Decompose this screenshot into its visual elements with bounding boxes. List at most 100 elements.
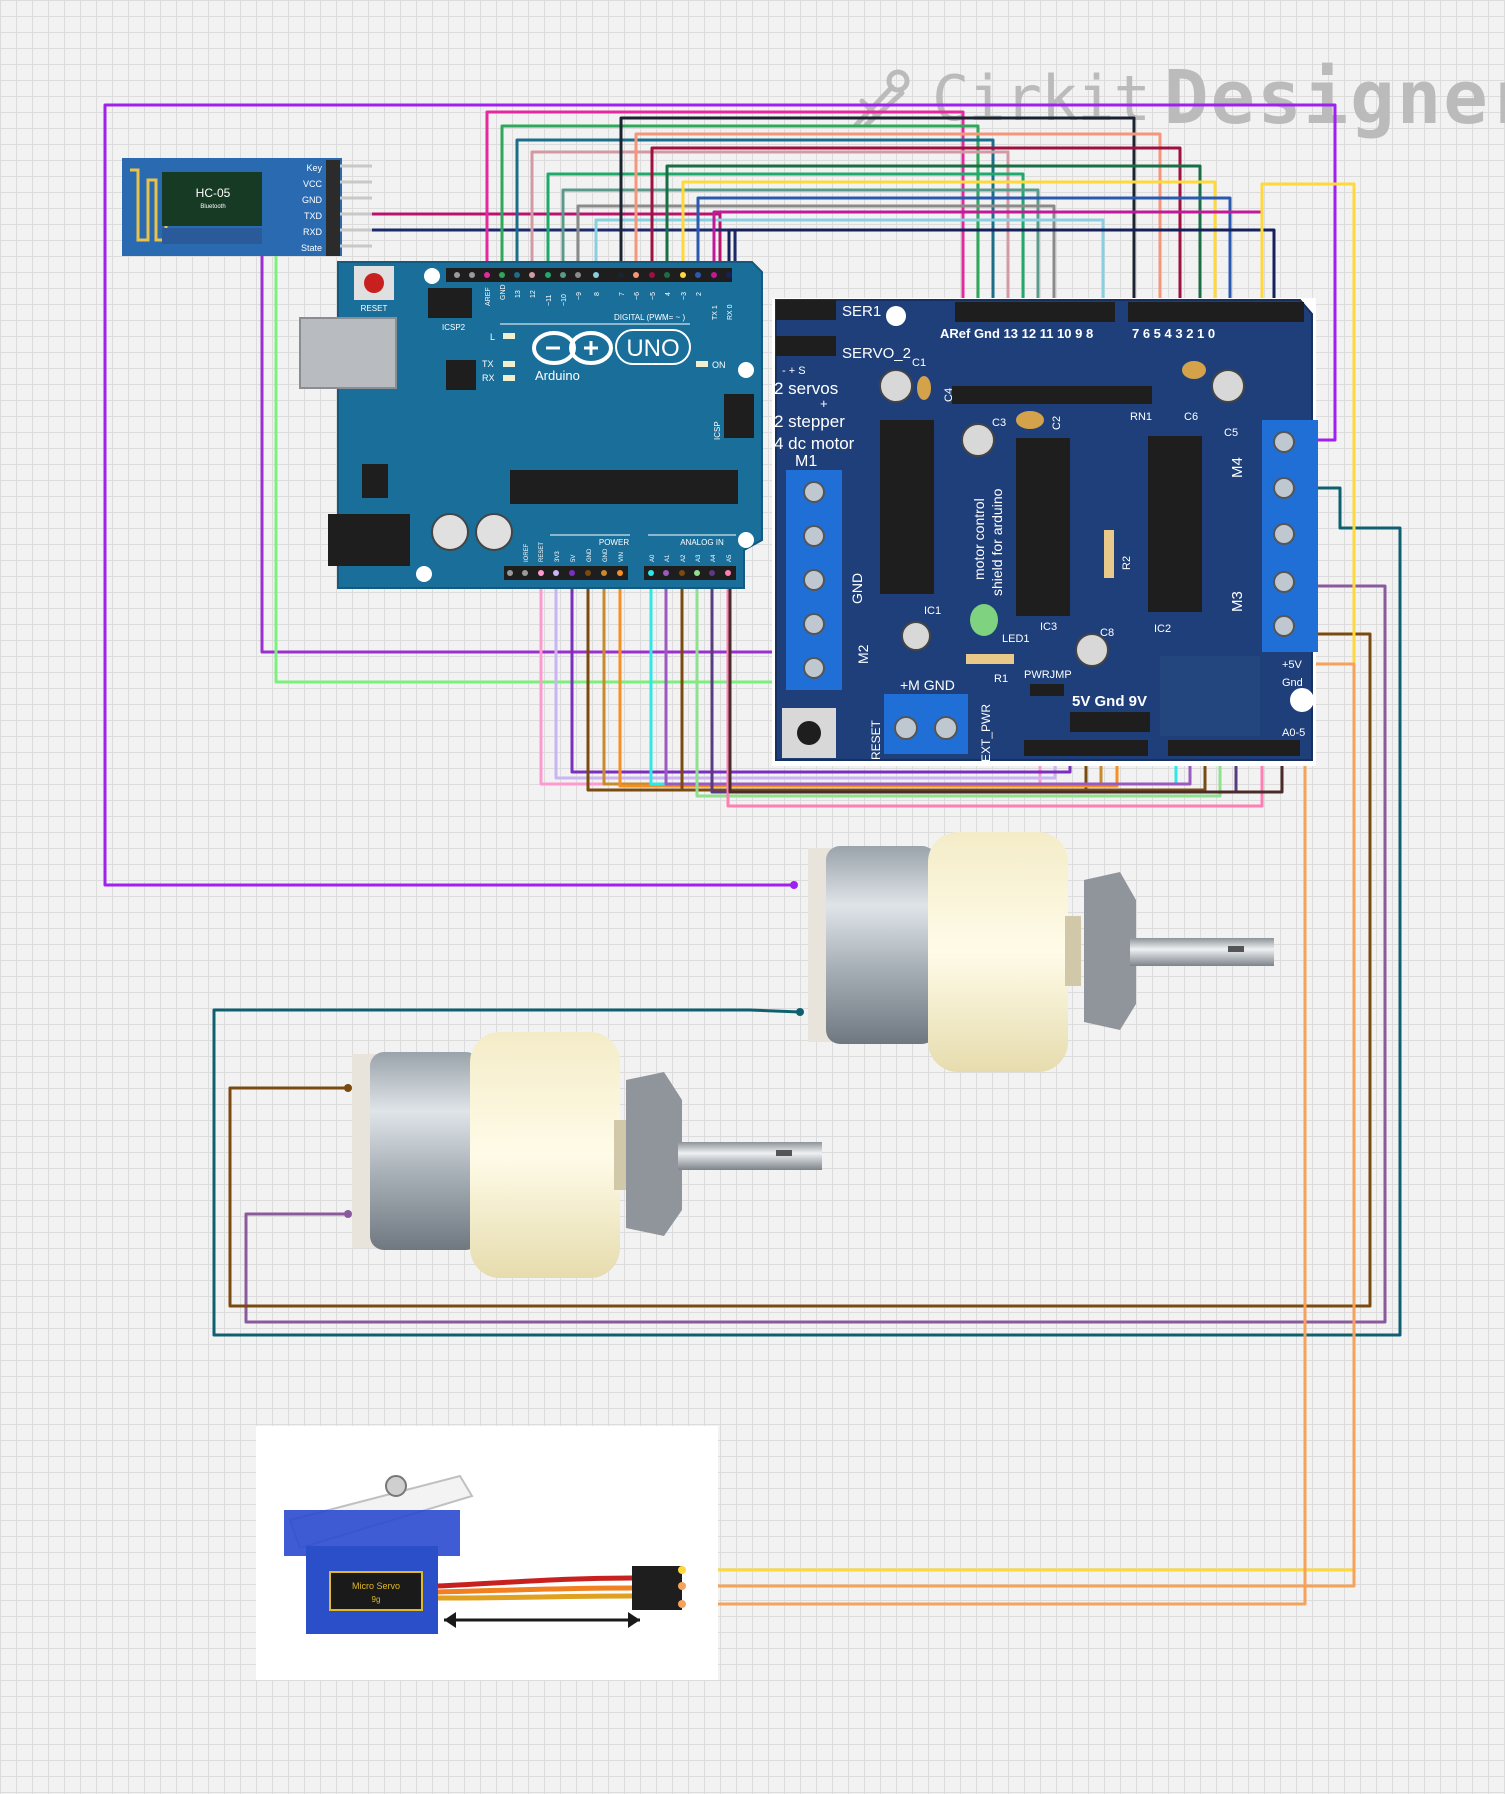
wire-purple-motor-a[interactable]	[103, 103, 1337, 887]
svg-text:4: 4	[665, 292, 672, 296]
gnd-label: Gnd	[1282, 677, 1303, 689]
wire-orange-servo-5v[interactable]	[682, 662, 1356, 1588]
arduino-brand: Arduino	[535, 368, 580, 383]
a05-label: A0-5	[1282, 727, 1305, 739]
motor-control-text: motor control	[971, 498, 987, 580]
reset-label: RESET	[361, 304, 388, 313]
svg-text:~5: ~5	[650, 292, 657, 300]
dc-gear-motor-b[interactable]	[344, 1032, 822, 1278]
power-label: POWER	[599, 538, 629, 547]
wire-d-aref[interactable]	[485, 110, 965, 306]
cap-c2: C2	[1051, 416, 1063, 430]
r2-label: R2	[1121, 556, 1133, 570]
svg-text:3V3: 3V3	[555, 551, 561, 562]
cap-c8: C8	[1100, 627, 1114, 639]
wire-d-11[interactable]	[546, 172, 1025, 306]
wire-d-4[interactable]	[665, 164, 1202, 306]
servo2-label: SERVO_2	[842, 345, 911, 362]
wire-b-a5[interactable]	[726, 574, 1264, 808]
svg-text:A3: A3	[696, 554, 702, 562]
plus5v-label: +5V	[1282, 659, 1303, 671]
r1-label: R1	[994, 673, 1008, 685]
led-on-label: ON	[712, 360, 726, 370]
dc-gear-motor-a[interactable]	[790, 832, 1274, 1072]
wire-b-vin[interactable]	[618, 574, 1119, 788]
svg-text:~6: ~6	[634, 292, 641, 300]
wire-brown-motor-b[interactable]	[228, 632, 1372, 1308]
wire-d-13[interactable]	[515, 138, 995, 306]
m3-label: M3	[1229, 591, 1246, 612]
icsp2-label: ICSP2	[442, 323, 466, 332]
svg-text:A4: A4	[711, 554, 717, 562]
shield-top-pin-labels: ARef Gnd 13 12 11 10 9 8	[940, 326, 1093, 341]
micro-servo[interactable]: Micro Servo 9g	[256, 1426, 718, 1680]
ic1-chip	[880, 420, 934, 594]
ic2-chip	[1148, 436, 1202, 612]
shield-top-pin-labels-right: 7 6 5 4 3 2 1 0	[1132, 326, 1215, 341]
power-pin-labels: IOREF RESET 3V3 5V GND GND VIN	[524, 542, 625, 562]
power-terminal-labels: +M GND	[900, 677, 955, 693]
svg-text:12: 12	[530, 290, 537, 298]
wire-d-3[interactable]	[681, 180, 1217, 306]
wire-d-6[interactable]	[634, 132, 1162, 306]
m1-label: M1	[795, 453, 817, 470]
icsp2-header	[428, 288, 472, 318]
ic3-label: IC3	[1040, 621, 1057, 633]
hc05-module[interactable]: HC-05 Bluetooth Key VCC GND TXD RXD Stat…	[122, 158, 372, 256]
wire-d-10[interactable]	[561, 188, 1040, 306]
svg-text:A1: A1	[665, 554, 671, 562]
hc05-sub-label: Bluetooth	[200, 204, 225, 210]
dc-jack	[328, 514, 410, 566]
wire-d-gnd[interactable]	[500, 124, 980, 306]
svg-text:13: 13	[515, 290, 522, 298]
shield-5v-gnd-9v: 5V Gnd 9V	[1072, 693, 1147, 710]
motor-shield-text: shield for arduino	[989, 488, 1005, 596]
wire-d-5[interactable]	[650, 146, 1182, 306]
icsp-label: ICSP	[713, 421, 722, 440]
shield-gnd-side-label: GND	[849, 573, 865, 604]
svg-text:~3: ~3	[681, 292, 688, 300]
led-rx-label: RX	[482, 373, 495, 383]
wire-d-9[interactable]	[576, 204, 1056, 306]
ser1-label: SER1	[842, 303, 881, 320]
ic3-chip	[1016, 438, 1070, 616]
wire-lavender-motor-b[interactable]	[244, 584, 1387, 1324]
led-l-label: L	[490, 332, 495, 342]
watermark-brand: Cirkit	[932, 61, 1151, 135]
arduino-logo-icon	[532, 331, 613, 365]
pwrjmp-label: PWRJMP	[1024, 669, 1072, 681]
svg-text:RX 0: RX 0	[727, 304, 734, 320]
hc05-pin-state: State	[301, 243, 322, 253]
svg-text:~11: ~11	[546, 295, 553, 306]
wire-d-0[interactable]	[727, 228, 1276, 306]
svg-text:A0: A0	[650, 554, 656, 562]
top-header-pins	[454, 272, 732, 278]
hc05-pin-rxd: RXD	[303, 227, 323, 237]
motor-shield[interactable]: SER1 SERVO_2 - + S 2 servos + 2 stepper …	[772, 298, 1318, 766]
wire-b-a2[interactable]	[680, 574, 1207, 792]
servo-label: Micro Servo	[352, 1581, 400, 1591]
led1-label: LED1	[1002, 633, 1030, 645]
svg-text:TX 1: TX 1	[712, 305, 719, 320]
hc05-pin-txd: TXD	[304, 211, 323, 221]
arduino-uno-board[interactable]: RESET ICSP2 AREF GND 13 12 ~11 ~10 ~9 8 …	[299, 261, 763, 589]
ic2-label: IC2	[1154, 623, 1171, 635]
wire-teal-motor-a[interactable]	[212, 486, 1402, 1337]
digital-label: DIGITAL (PWM= ~ )	[614, 313, 685, 322]
cap-c1: C1	[912, 357, 926, 369]
top-pin-labels: AREF GND 13 12 ~11 ~10 ~9 8 7 ~6 ~5 4 ~3…	[485, 284, 734, 320]
power-header	[504, 566, 628, 580]
svg-text:GND: GND	[500, 284, 507, 300]
wire-d-2[interactable]	[696, 196, 1232, 306]
wire-d-8[interactable]	[594, 218, 1105, 306]
svg-text:GND: GND	[587, 548, 593, 562]
feature-servos: 2 servos	[774, 379, 838, 398]
wire-b-a3[interactable]	[695, 574, 1222, 798]
feature-dc-motor: 4 dc motor	[774, 434, 855, 453]
analog-header	[644, 566, 736, 580]
feature-stepper: 2 stepper	[774, 412, 845, 431]
atmega-chip	[510, 470, 738, 504]
led-tx-label: TX	[482, 359, 494, 369]
hc05-pin-labels: Key VCC GND TXD RXD State	[301, 163, 323, 253]
wire-b-dark[interactable]	[728, 574, 1284, 794]
